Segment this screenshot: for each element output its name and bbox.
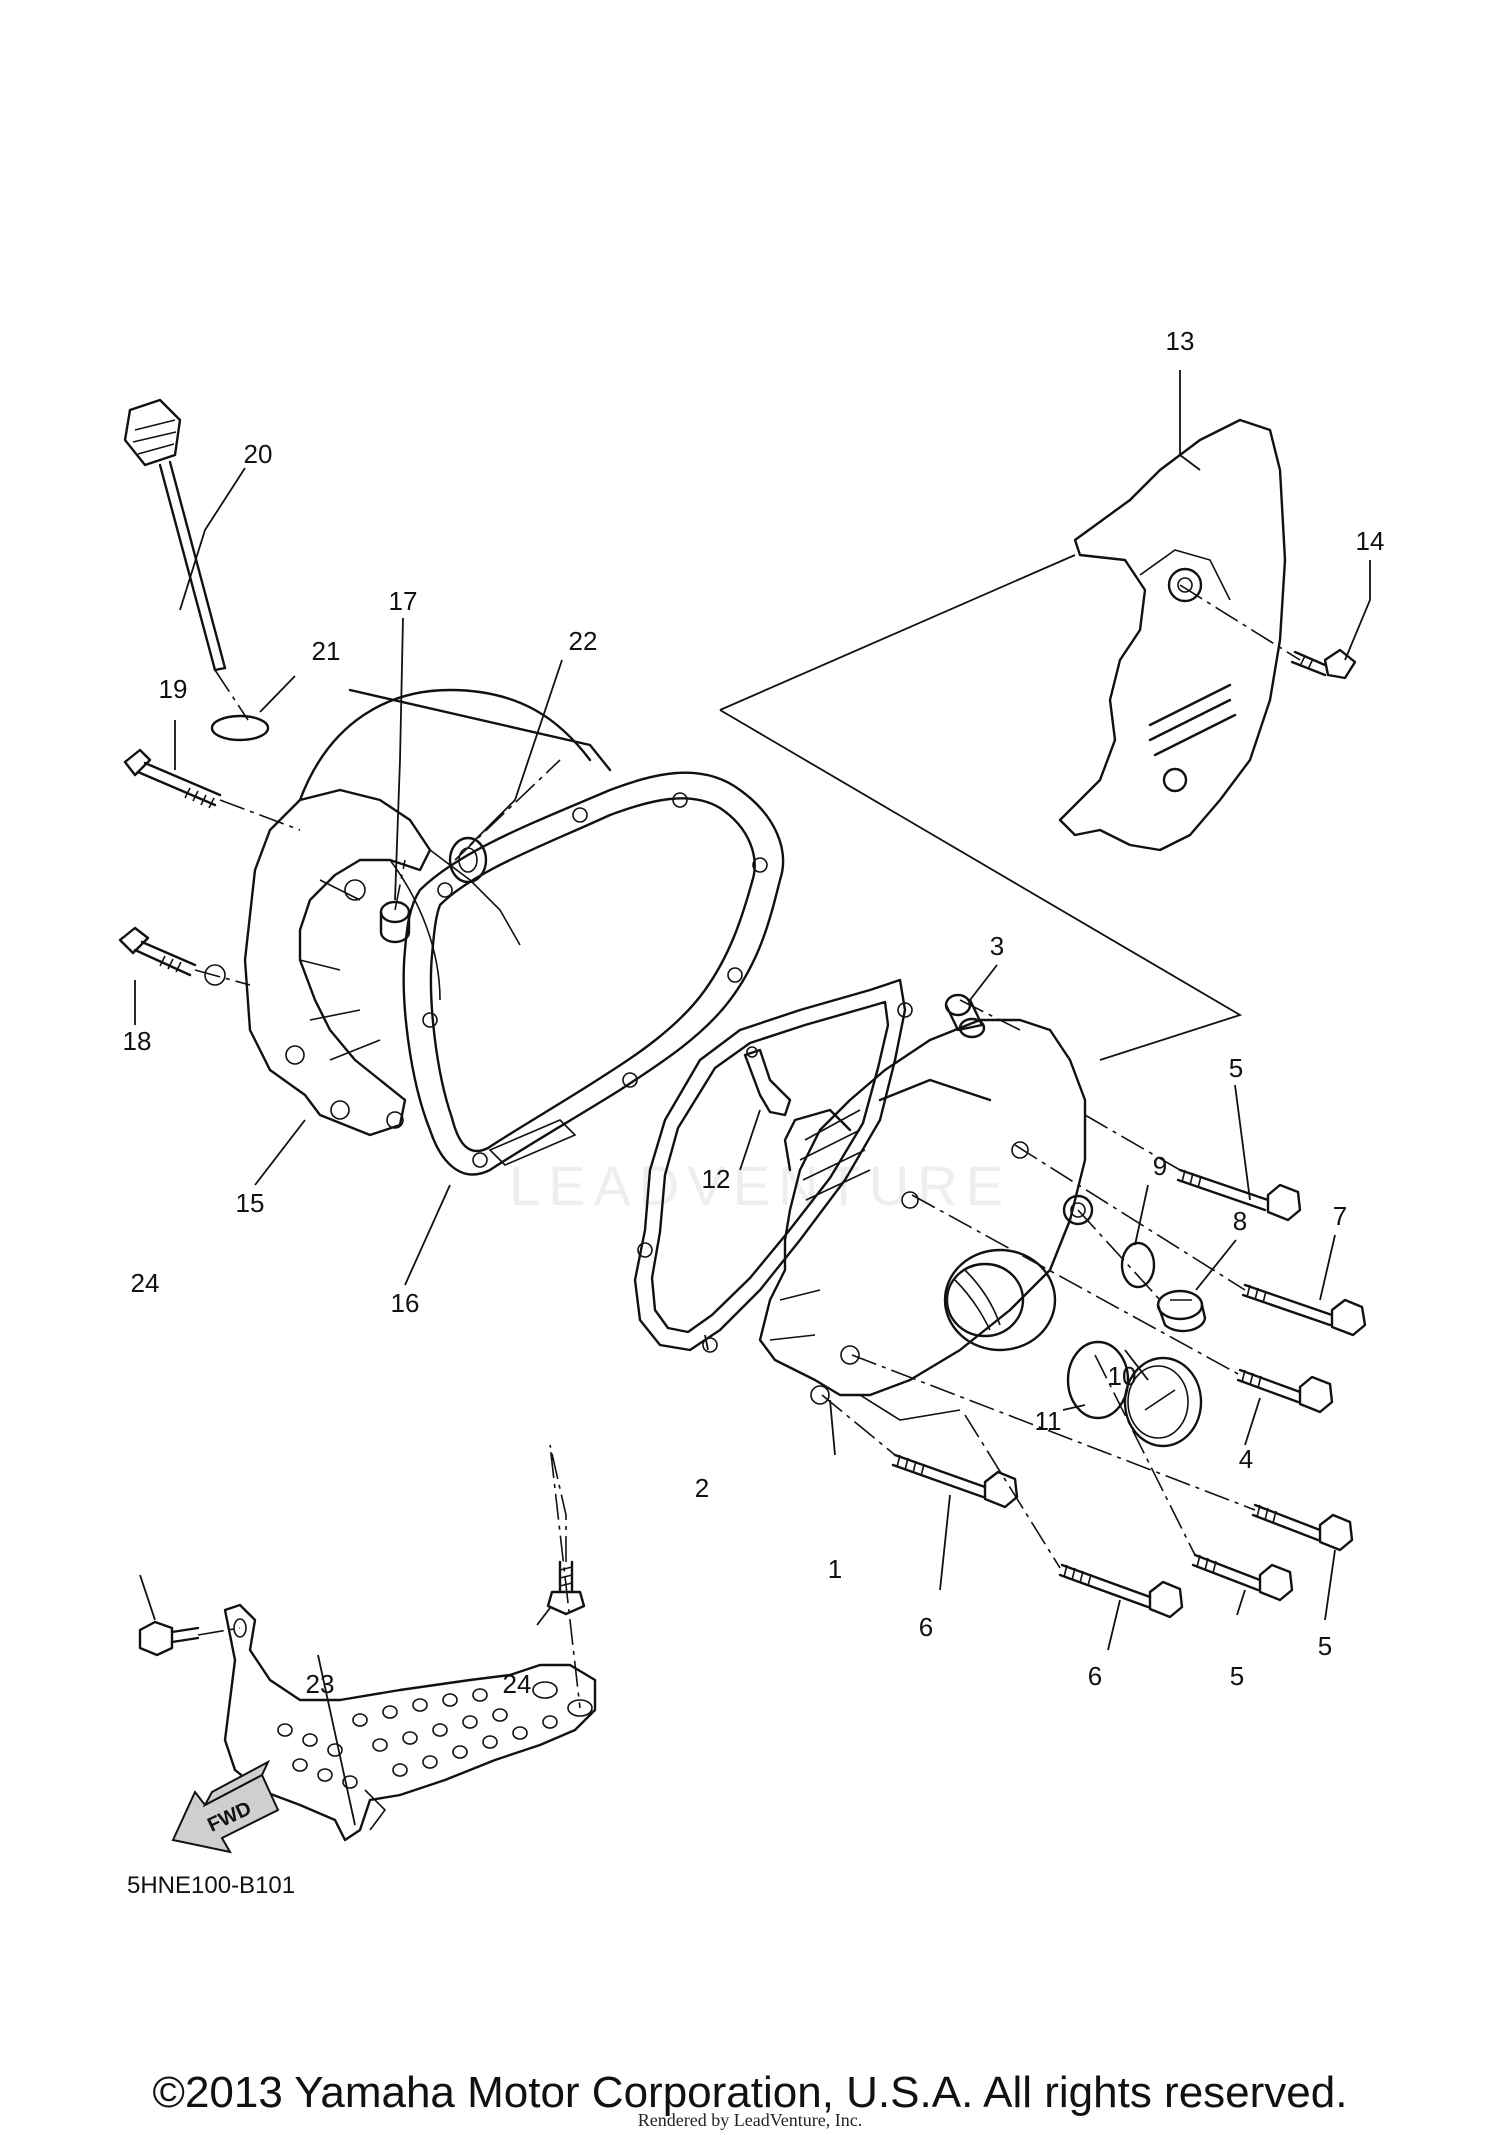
callout-5a: 5	[1229, 1053, 1243, 1083]
bolt-5-right	[1251, 1503, 1354, 1552]
right-cover-gasket	[633, 978, 913, 1353]
callout-18: 18	[123, 1026, 152, 1056]
plug-8	[1156, 1289, 1207, 1333]
callout-22: 22	[569, 626, 598, 656]
copyright-notice: ©2013 Yamaha Motor Corporation, U.S.A. A…	[152, 2068, 1348, 2117]
watermark: LEADVENTURE	[509, 1154, 1011, 1217]
clamp-12	[743, 1046, 792, 1117]
skid-plate	[223, 1603, 597, 1842]
callout-7: 7	[1333, 1201, 1347, 1231]
left-crankcase-cover	[204, 688, 612, 1137]
callout-17: 17	[389, 586, 418, 616]
callout-2: 2	[695, 1473, 709, 1503]
callout-10: 10	[1108, 1361, 1137, 1391]
bolt-6-right	[1058, 1563, 1184, 1619]
bolt-5-bottom	[1191, 1553, 1294, 1602]
callout-9: 9	[1153, 1151, 1167, 1181]
bolt-7	[1241, 1283, 1367, 1337]
o-ring-21	[210, 714, 270, 742]
callout-6b: 6	[1088, 1661, 1102, 1691]
bolt-14	[1290, 648, 1357, 680]
callout-21: 21	[312, 636, 341, 666]
right-crankcase-cover	[758, 1018, 1094, 1421]
bolt-19	[123, 748, 222, 809]
callout-6a: 6	[919, 1612, 933, 1642]
rendered-by-notice: Rendered by LeadVenture, Inc.	[637, 2110, 863, 2130]
callout-3: 3	[990, 931, 1004, 961]
o-ring-11	[1066, 1340, 1130, 1420]
callout-23: 23	[306, 1669, 335, 1699]
bolt-4	[1236, 1368, 1334, 1414]
callout-13: 13	[1166, 326, 1195, 356]
callout-15: 15	[236, 1188, 265, 1218]
callout-24a: 24	[131, 1268, 160, 1298]
plug-10	[1123, 1356, 1203, 1448]
bolt-24-left	[138, 1620, 200, 1657]
bolt-18	[118, 926, 197, 977]
callout-5c: 5	[1318, 1631, 1332, 1661]
callout-5b: 5	[1230, 1661, 1244, 1691]
forward-direction-arrow: FWD	[171, 1759, 280, 1854]
skid-plate-holes	[277, 1688, 558, 1789]
bolt-24-bottom	[546, 1560, 586, 1616]
callout-8: 8	[1233, 1206, 1247, 1236]
callout-4: 4	[1239, 1444, 1253, 1474]
bolt-5-top	[1176, 1168, 1302, 1222]
callout-12: 12	[702, 1164, 731, 1194]
callout-11: 11	[1035, 1406, 1062, 1436]
oil-dipstick	[123, 398, 227, 672]
callout-24b: 24	[503, 1669, 532, 1699]
callout-14: 14	[1356, 526, 1385, 556]
callout-numbers: 13 14 20 21 19 17 22 18 15 16 3 5 9 8 7 …	[123, 326, 1385, 1699]
callout-1: 1	[828, 1554, 842, 1584]
crankcase-cover-gasket	[402, 771, 785, 1176]
leader-lines	[134, 370, 1371, 1826]
callout-19: 19	[159, 674, 188, 704]
diagram-code: 5HNE100-B101	[127, 1872, 295, 1899]
o-ring-9	[1120, 1241, 1156, 1289]
bolt-6-left	[891, 1453, 1019, 1509]
dowel-pin-17	[379, 900, 411, 944]
callout-16: 16	[391, 1288, 420, 1318]
callout-20: 20	[244, 439, 273, 469]
sprocket-cover	[1058, 418, 1287, 852]
